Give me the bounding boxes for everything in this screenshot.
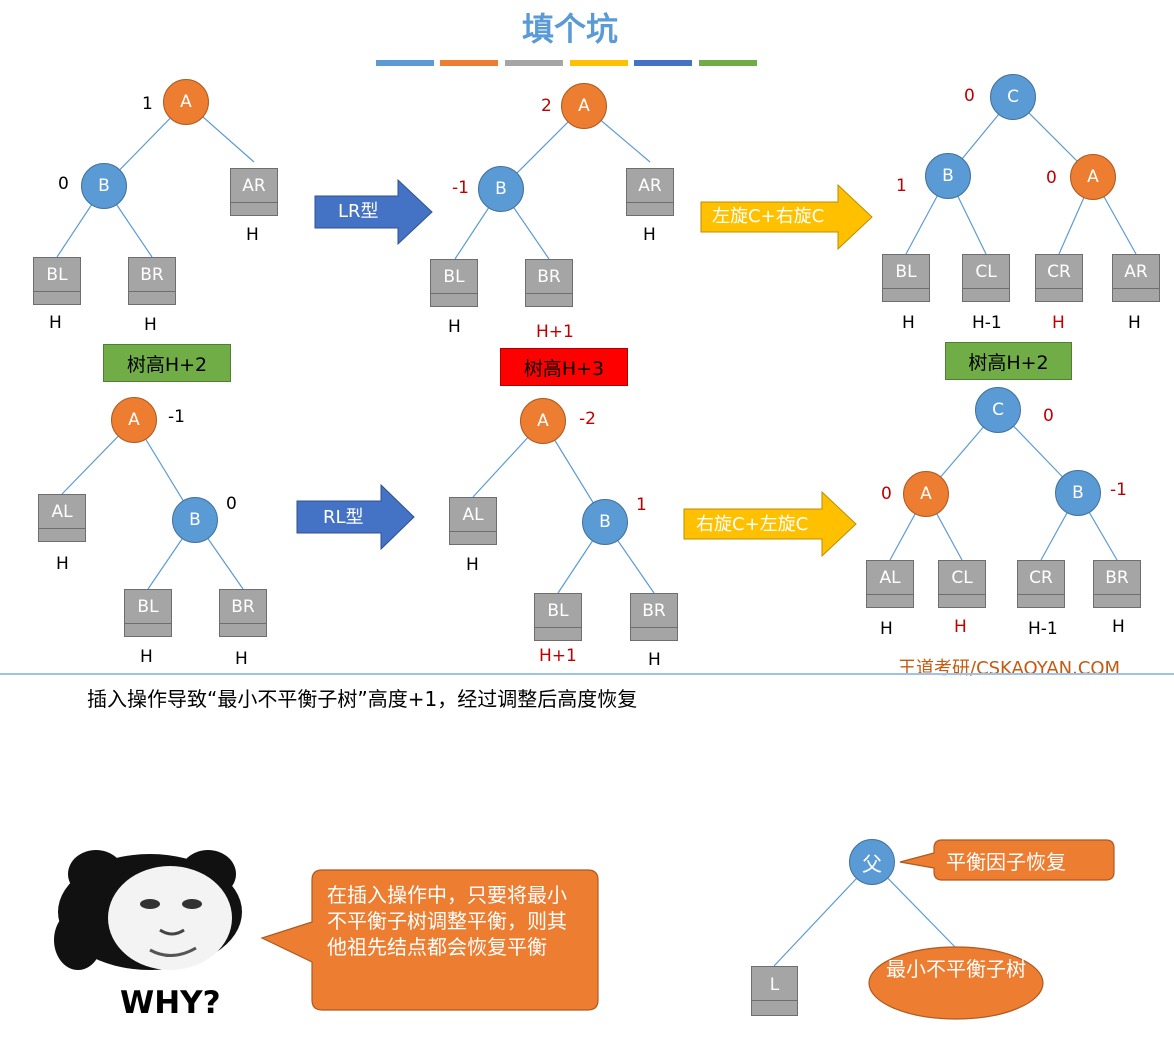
lr-result-node-a: A [1070, 154, 1116, 200]
left-right-rotate-arrow [700, 183, 873, 251]
color-bar-2 [440, 60, 498, 66]
lr-result-height-cl: H-1 [972, 313, 1002, 333]
lr-result-subtree-cl: CL [962, 254, 1010, 302]
rl-insert-node-b: B [582, 499, 628, 545]
rl-result-height-br: H [1112, 617, 1125, 637]
lr-insert-subtree-br: BR [525, 259, 573, 307]
lr-insert-height-bl: H [448, 317, 461, 337]
lr-insert-node-a: A [561, 83, 607, 129]
lr-insert-bf-b: -1 [452, 178, 469, 198]
speech-bubble [260, 869, 599, 1011]
lr-before-bf-a: 1 [142, 94, 153, 114]
lr-insert-height-ar: H [643, 225, 656, 245]
rl-insert-bf-a: -2 [579, 409, 596, 429]
rl-result-node-a: A [903, 471, 949, 517]
rl-before-node-b: B [172, 497, 218, 543]
lr-insert-bf-a: 2 [541, 96, 552, 116]
lr-insert-subtree-ar: AR [626, 168, 674, 216]
rl-result-subtree-cl: CL [938, 560, 986, 608]
lr-result-height-bl: H [902, 313, 915, 333]
right-left-rotate-arrow [683, 490, 857, 558]
lr-insert-node-b: B [478, 166, 524, 212]
min-unbalanced-subtree-label: 最小不平衡子树 [886, 957, 1026, 981]
rl-before-subtree-br: BR [219, 589, 267, 637]
lr-result-height-ar: H [1128, 313, 1141, 333]
lr-rotate-arrow-label: 左旋C+右旋C [712, 206, 825, 227]
lr-result-bf-c: 0 [964, 86, 975, 106]
lr-insert-subtree-bl: BL [430, 259, 478, 307]
color-bar-5 [634, 60, 692, 66]
balance-restored-callout [899, 839, 1115, 881]
lr-result-node-c: C [990, 74, 1036, 120]
lr-insert-height-br: H+1 [536, 322, 574, 342]
rl-result-node-c: C [975, 387, 1021, 433]
rl-insert-bf-b: 1 [636, 495, 647, 515]
rl-insert-height-br: H [648, 650, 661, 670]
panda-meme-image [54, 850, 242, 970]
rl-before-subtree-bl: BL [124, 589, 172, 637]
rl-result-bf-b: -1 [1110, 480, 1127, 500]
lr-before-bf-b: 0 [58, 174, 69, 194]
rl-result-subtree-cr: CR [1017, 560, 1065, 608]
lr-before-height-br: H [144, 315, 157, 335]
lr-before-subtree-bl: BL [33, 257, 81, 305]
rl-result-bf-c: 0 [1043, 406, 1054, 426]
rl-insert-node-a: A [520, 398, 566, 444]
min-unbalanced-subtree-ellipse [868, 946, 1044, 1020]
lr-type-arrow-label: LR型 [338, 201, 379, 222]
rl-type-arrow-label: RL型 [323, 507, 364, 528]
color-bar-1 [376, 60, 434, 66]
color-bar-4 [570, 60, 628, 66]
lr-before-node-b: B [81, 163, 127, 209]
color-bar-3 [505, 60, 563, 66]
section-divider [0, 673, 1174, 675]
lr-before-subtree-ar: AR [230, 168, 278, 216]
left-subtree-l: L [751, 966, 798, 1016]
rl-result-node-b: B [1055, 470, 1101, 516]
rl-result-subtree-al: AL [866, 560, 914, 608]
rl-insert-subtree-br: BR [630, 593, 678, 641]
rl-type-arrow [296, 483, 415, 551]
lr-result-subtree-cr: CR [1035, 254, 1083, 302]
rl-result-height-al: H [880, 619, 893, 639]
lr-before-node-a: A [163, 79, 209, 125]
rl-rotate-arrow-label: 右旋C+左旋C [696, 514, 809, 535]
rl-result-height-cl: H [954, 617, 967, 637]
lr-result-subtree-bl: BL [882, 254, 930, 302]
lr-result-node-b: B [925, 153, 971, 199]
speech-bubble-text: 在插入操作中，只要将最小不平衡子树调整平衡，则其他祖先结点都会恢复平衡 [327, 883, 567, 959]
rl-insert-subtree-al: AL [449, 497, 497, 545]
rl-before-height-br: H [235, 649, 248, 669]
parent-node: 父 [849, 839, 895, 885]
rl-before-bf-b: 0 [226, 494, 237, 514]
rl-insert-height-bl: H+1 [539, 646, 577, 666]
lr-result-bf-a: 0 [1046, 168, 1057, 188]
lr-before-tree-height-tag: 树高H+2 [103, 344, 231, 382]
rl-result-bf-a: 0 [881, 484, 892, 504]
lr-result-tree-height-tag: 树高H+2 [945, 342, 1072, 380]
lr-type-arrow [314, 178, 433, 246]
lr-insert-tree-height-tag: 树高H+3 [500, 348, 628, 386]
rl-result-height-cr: H-1 [1028, 619, 1058, 639]
color-bar-6 [699, 60, 757, 66]
rl-before-height-bl: H [140, 647, 153, 667]
lr-before-height-ar: H [246, 225, 259, 245]
lr-result-subtree-ar: AR [1112, 254, 1160, 302]
rl-before-subtree-al: AL [38, 494, 86, 542]
lr-result-bf-b: 1 [896, 176, 907, 196]
rl-before-bf-a: -1 [168, 407, 185, 427]
lr-result-height-cr: H [1052, 313, 1065, 333]
rl-insert-height-al: H [466, 555, 479, 575]
explanation-caption: 插入操作导致“最小不平衡子树”高度+1，经过调整后高度恢复 [87, 687, 638, 711]
rl-result-subtree-br: BR [1093, 560, 1141, 608]
lr-before-subtree-br: BR [128, 257, 176, 305]
balance-restored-callout-text: 平衡因子恢复 [946, 850, 1066, 874]
lr-before-height-bl: H [49, 313, 62, 333]
rl-before-node-a: A [111, 397, 157, 443]
page-title: 填个坑 [521, 10, 618, 48]
why-text: WHY? [120, 985, 221, 1021]
rl-before-height-al: H [56, 554, 69, 574]
rl-insert-subtree-bl: BL [534, 593, 582, 641]
brand-watermark: 王道考研/CSKAOYAN.COM [898, 658, 1121, 679]
